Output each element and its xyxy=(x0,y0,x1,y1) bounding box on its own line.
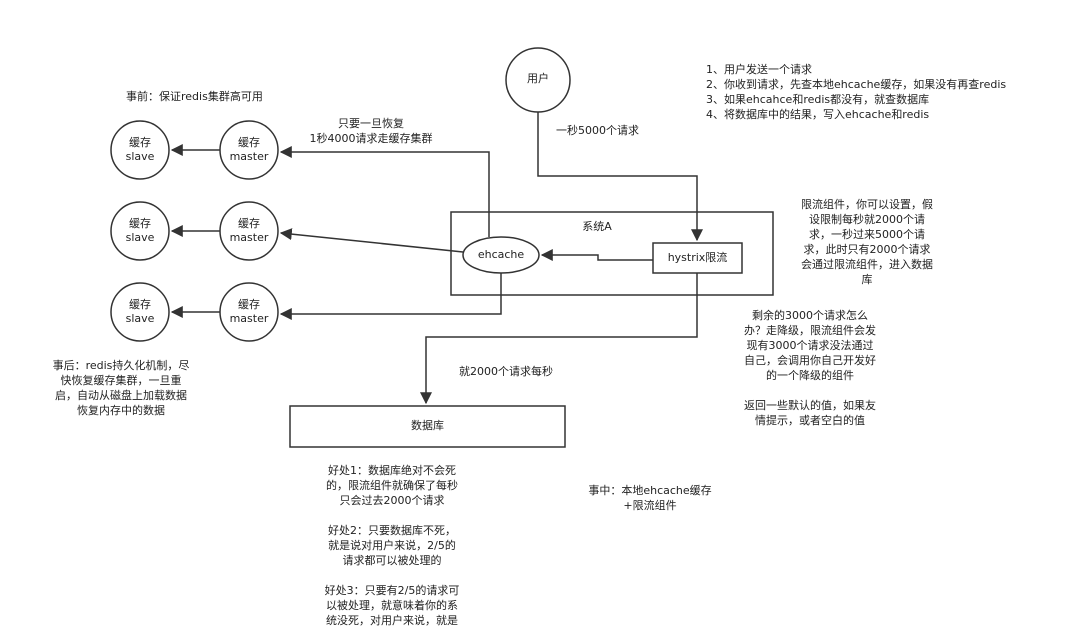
redis-master-label: 缓存 master xyxy=(229,217,269,244)
db-requests-label: 就2000个请求每秒 xyxy=(459,365,553,378)
recover-label: 只要一旦恢复 1秒4000请求走缓存集群 xyxy=(309,117,433,145)
hystrix-label: hystrix限流 xyxy=(667,251,728,264)
limiter-note: 限流组件，你可以设置，假 设限制每秒就2000个请 求，一秒过来5000个请 求… xyxy=(801,198,933,286)
after-note: 事后：redis持久化机制，尽 快恢复缓存集群，一旦重 启，自动从磁盘上加载数据… xyxy=(52,359,190,417)
user-to-hystrix-arrow xyxy=(537,112,703,242)
system-a-label: 系统A xyxy=(582,220,612,233)
hystrix-box xyxy=(652,242,743,274)
ehcache-to-master-3-arrow xyxy=(279,273,502,320)
remaining-note: 剩余的3000个请求怎么 办？走降级，限流组件会发 现有3000个请求没法通过 … xyxy=(744,309,876,427)
during-note: 事中：本地ehcache缓存 +限流组件 xyxy=(588,484,712,512)
ehcache-to-master-1-arrow xyxy=(279,146,490,237)
redis-master-label: 缓存 master xyxy=(229,136,269,163)
benefits-note: 好处1：数据库绝对不会死 的，限流组件就确保了每秒 只会过去2000个请求 好处… xyxy=(324,464,460,627)
redis-slave-label: 缓存 slave xyxy=(125,217,155,244)
before-note: 事前：保证redis集群高可用 xyxy=(126,90,263,103)
redis-slave-label: 缓存 slave xyxy=(125,298,155,325)
redis-master-label: 缓存 master xyxy=(229,298,269,325)
user-label: 用户 xyxy=(527,72,549,85)
redis-slave-node xyxy=(110,120,170,180)
redis-slave-node xyxy=(110,201,170,261)
hystrix-to-database-arrow xyxy=(420,273,698,405)
redis-slave-label: 缓存 slave xyxy=(125,136,155,163)
database-box xyxy=(289,405,566,448)
steps-note: 1、用户发送一个请求 2、你收到请求，先查本地ehcache缓存，如果没有再查r… xyxy=(706,63,1007,121)
ehcache-label: ehcache xyxy=(477,248,525,261)
user-requests-label: 一秒5000个请求 xyxy=(556,124,639,137)
hystrix-to-ehcache-arrow xyxy=(540,249,653,261)
ehcache-to-master-2-arrow xyxy=(279,228,464,253)
redis-slave-node xyxy=(110,282,170,342)
database-label: 数据库 xyxy=(411,419,444,432)
